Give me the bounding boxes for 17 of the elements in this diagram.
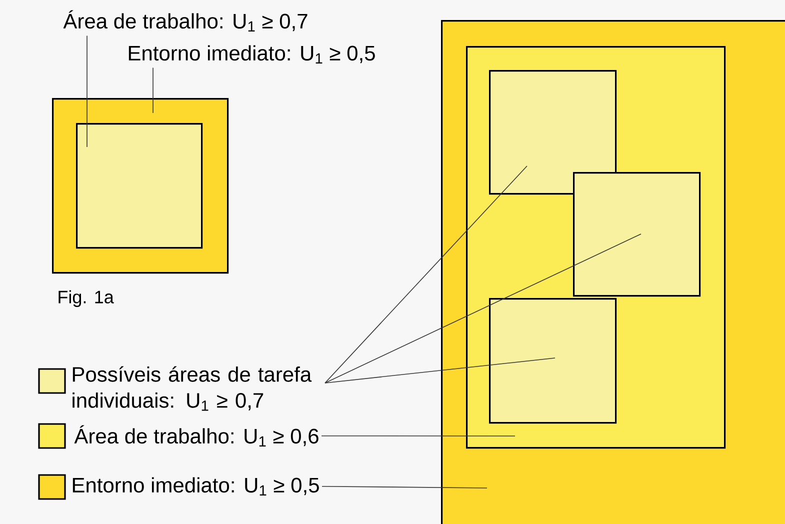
area-box	[76, 123, 203, 249]
callout-text: Possíveis áreas de tarefa individuais: U$_{1}$ ≥ 0,7	[72, 366, 312, 411]
area-box	[573, 172, 701, 297]
leader-line	[152, 67, 154, 114]
area-box	[489, 298, 617, 424]
callout-text: Entorno imediato: U$_{1}$ ≥ 0,5	[72, 477, 319, 496]
leader-line	[322, 486, 488, 488]
leader-line	[324, 166, 528, 384]
figure-label: Fig. 1a	[58, 290, 114, 307]
area-box	[489, 70, 617, 195]
leader-line	[321, 435, 516, 436]
callout-text: Área de trabalho: U$_{1}$ ≥ 0,6	[74, 425, 318, 447]
leader-line	[86, 35, 88, 148]
callout-text: Área de trabalho: U$_{1}$ ≥ 0,7	[63, 10, 308, 32]
leader-line	[324, 358, 556, 384]
leader-line	[324, 234, 642, 384]
callout-text: Entorno imediato: U$_{1}$ ≥ 0,5	[128, 45, 375, 64]
